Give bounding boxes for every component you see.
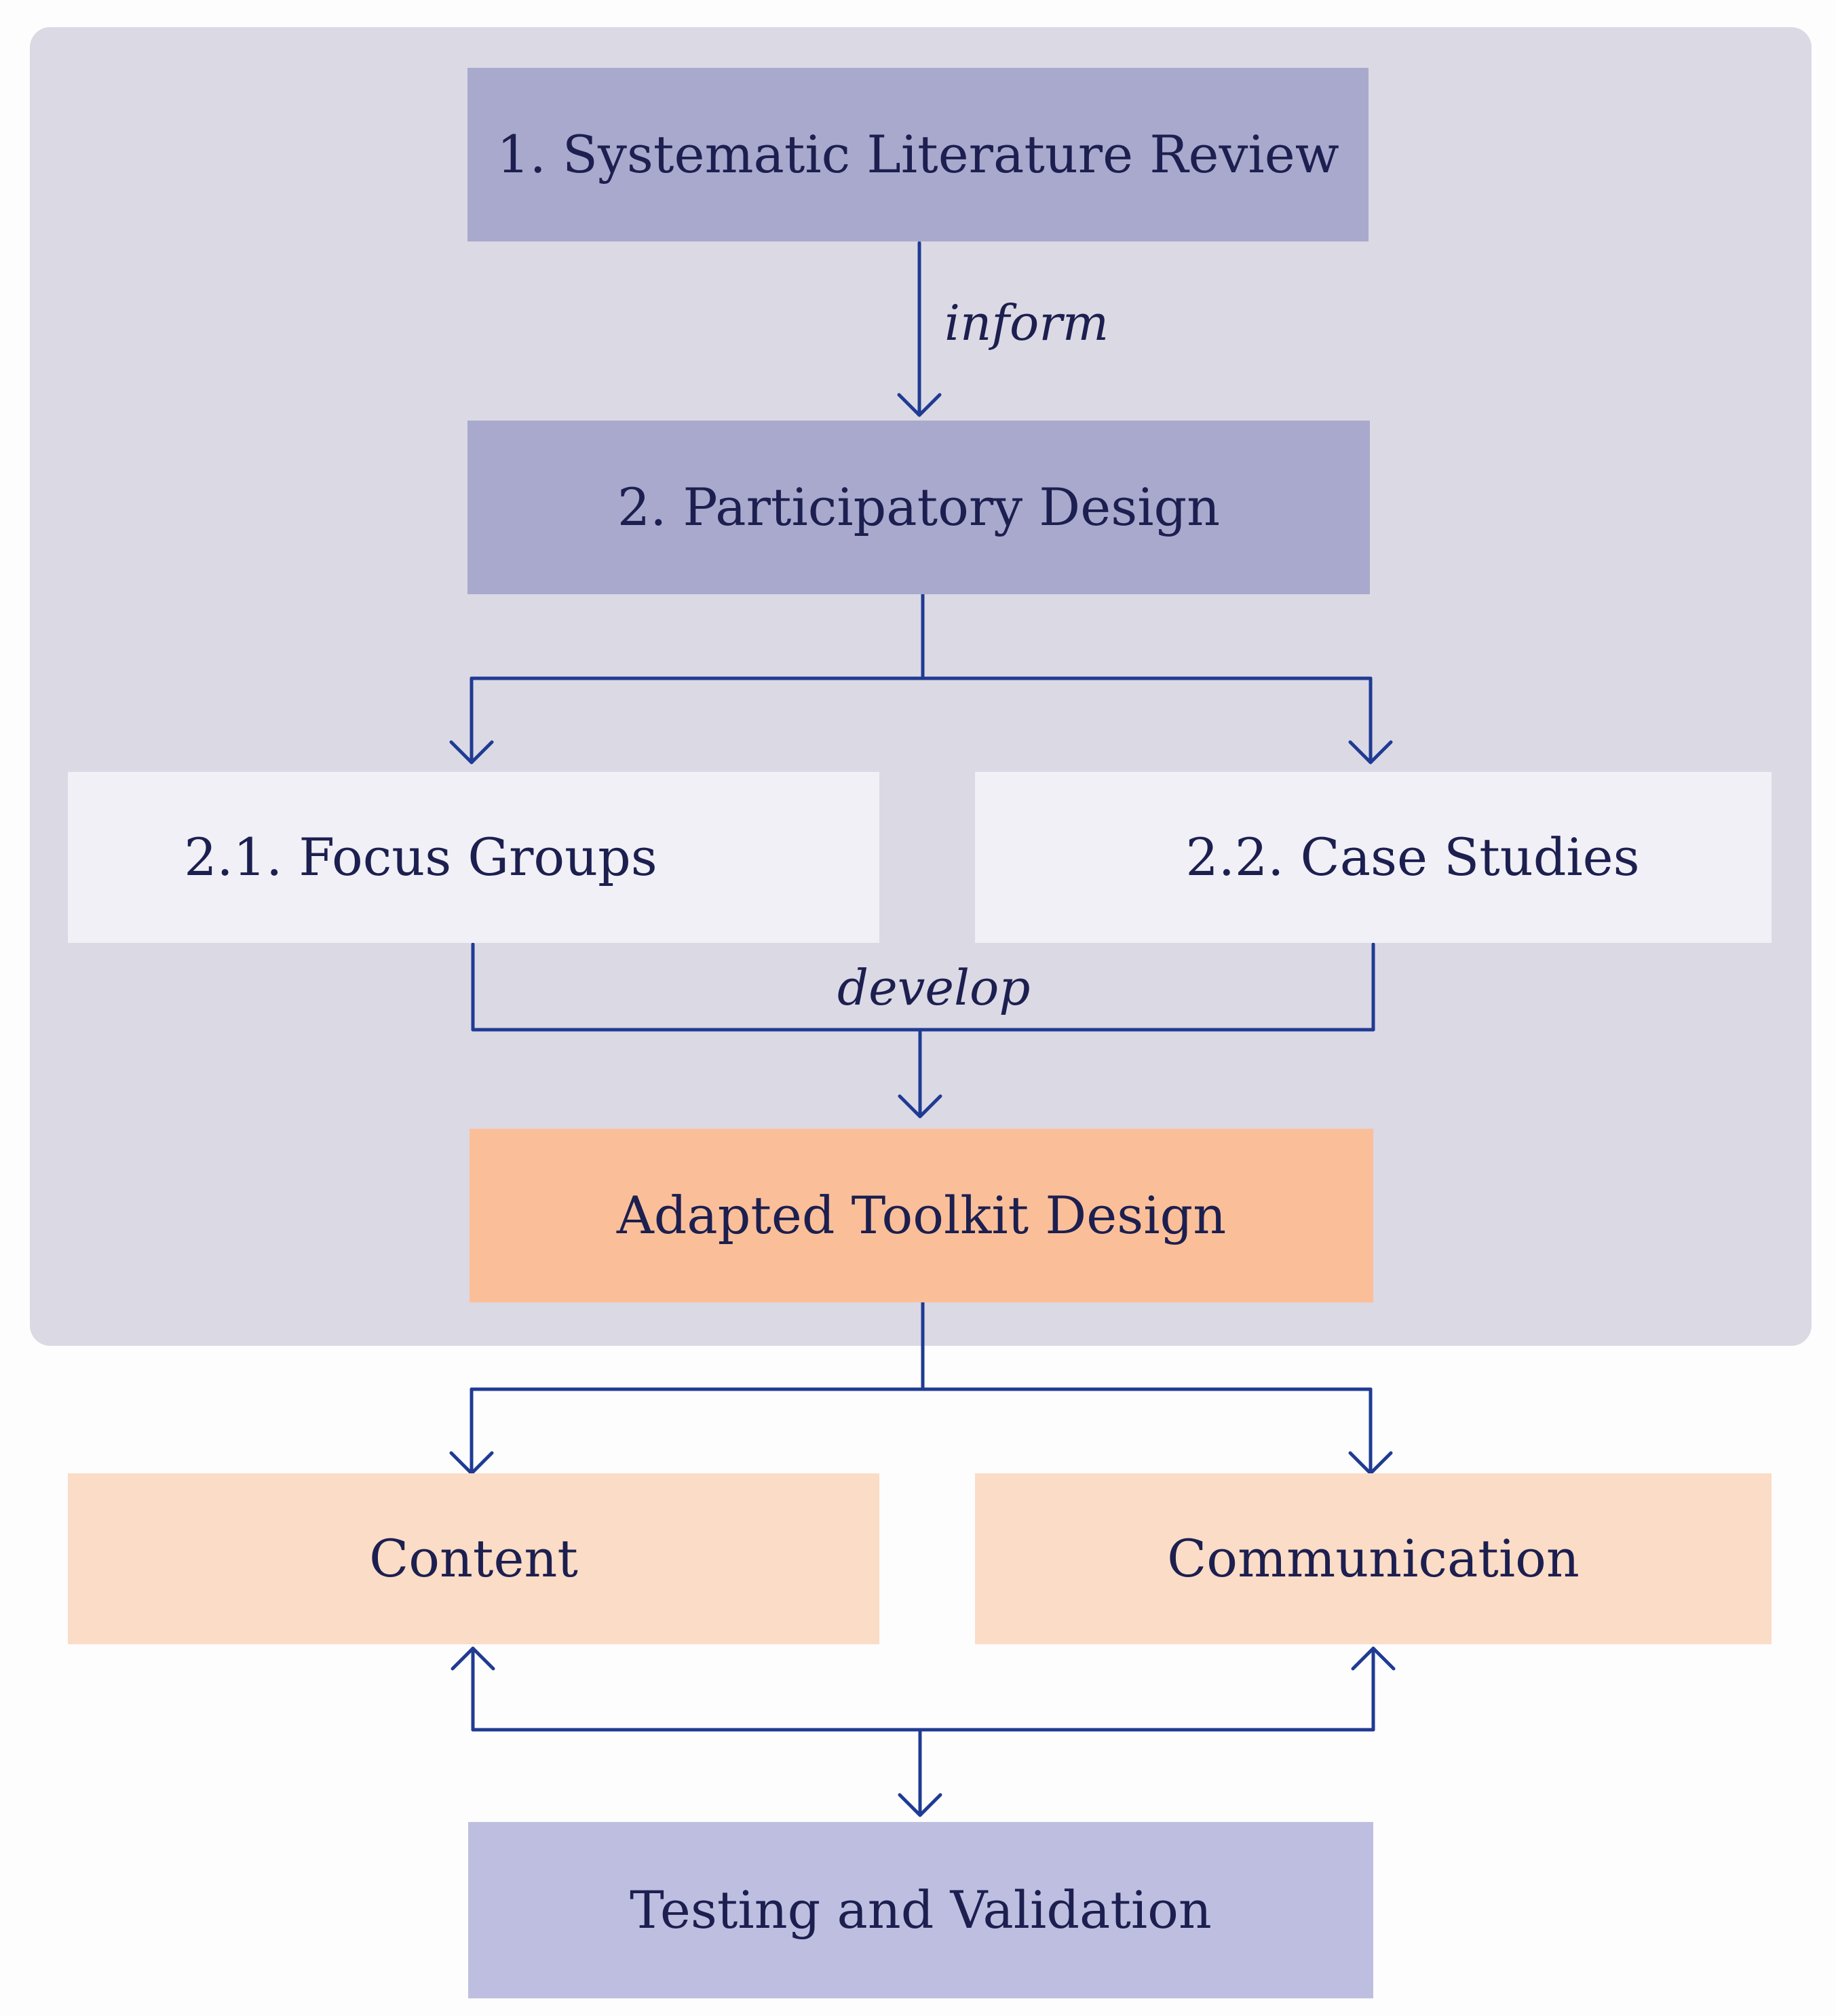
toolkit-design-box: Adapted Toolkit Design — [470, 1129, 1373, 1302]
arrow-review-to-participatory — [897, 241, 942, 417]
content-box: Content — [68, 1473, 879, 1644]
inform-label: inform — [944, 294, 1109, 351]
focus-groups-label: 2.1. Focus Groups — [184, 827, 657, 887]
arrow-toolkit-to-components — [449, 1300, 1393, 1475]
develop-label: develop — [837, 959, 1031, 1016]
focus-groups-box: 2.1. Focus Groups — [68, 772, 879, 943]
content-label: Content — [369, 1528, 578, 1589]
case-studies-box: 2.2. Case Studies — [975, 772, 1772, 943]
testing-validation-box: Testing and Validation — [468, 1822, 1373, 1998]
participatory-design-box: 2. Participatory Design — [467, 421, 1370, 594]
case-studies-label: 2.2. Case Studies — [1185, 827, 1640, 887]
arrow-substages-to-toolkit — [471, 942, 1375, 1119]
literature-review-box: 1. Systematic Literature Review — [467, 68, 1369, 241]
testing-validation-label: Testing and Validation — [630, 1880, 1212, 1940]
communication-label: Communication — [1167, 1528, 1580, 1589]
communication-box: Communication — [975, 1473, 1772, 1644]
literature-review-label: 1. Systematic Literature Review — [497, 124, 1339, 185]
arrow-components-testing-feedback — [451, 1646, 1396, 1817]
participatory-design-label: 2. Participatory Design — [617, 477, 1221, 537]
arrow-participatory-to-substages — [449, 592, 1393, 764]
toolkit-design-label: Adapted Toolkit Design — [616, 1185, 1227, 1245]
